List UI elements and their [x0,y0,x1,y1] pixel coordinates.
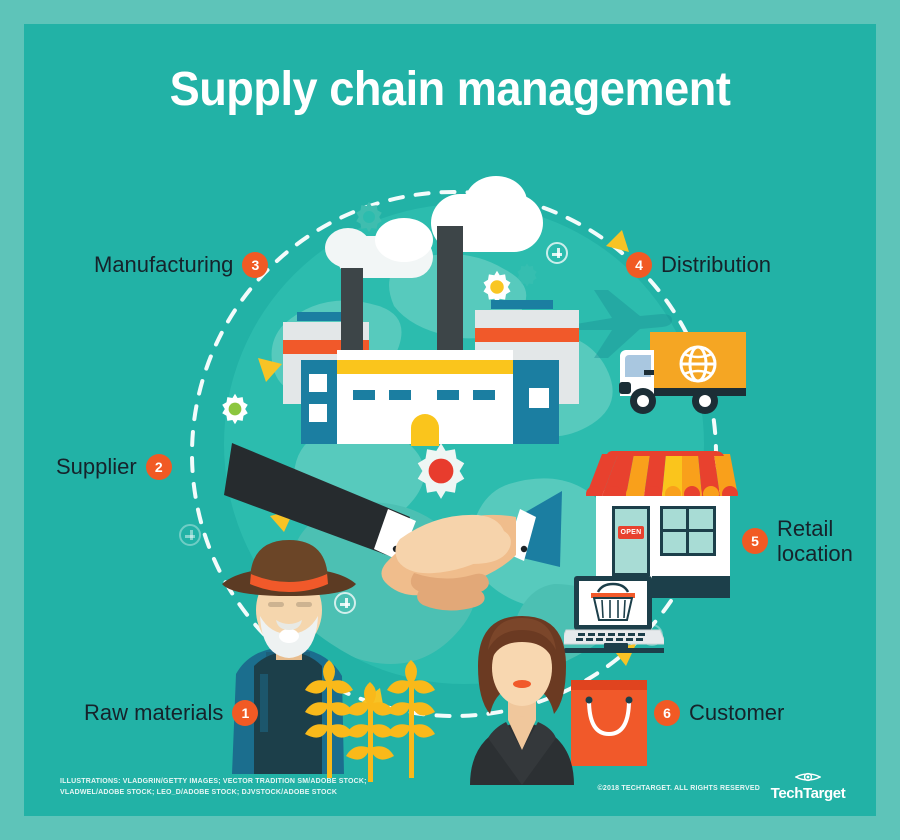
image-credits-line-2: VLADWEL/ADOBE STOCK; LEO_D/ADOBE STOCK; … [60,788,338,796]
gear-icon-red [410,440,472,507]
globe-icon-truck [679,345,717,383]
smoke-cloud-icon-4 [325,228,371,268]
image-credits: ILLUSTRATIONS: VLADGRIN/GETTY IMAGES; VE… [60,777,367,798]
step-number-1: 1 [232,700,259,726]
step-number-6: 6 [654,700,680,726]
handshake-illustration [224,439,564,639]
factory-window-3 [437,390,459,400]
wheat-illustration [296,652,436,782]
shopping-bag-illustration [569,674,647,766]
plus-marker-icon-2 [179,524,201,546]
eye-icon [795,772,821,782]
laptop-illustration [559,576,668,658]
factory-illustration [279,176,579,446]
step-label-retail-line1: Retail [777,516,834,541]
infographic-frame: OPEN [24,24,876,816]
back-building-left-cap [297,312,349,321]
image-credits-line-1: ILLUSTRATIONS: VLADGRIN/GETTY IMAGES; VE… [60,778,367,785]
factory-wing-window-2 [309,404,327,422]
step-number-5: 5 [742,528,768,555]
copyright-text: ©2018 TECHTARGET. ALL RIGHTS RESERVED [597,785,760,792]
step-label-supplier[interactable]: Supplier 2 [56,454,172,480]
gear-icon-grey [352,200,386,239]
factory-wing-window-1 [309,374,327,392]
truck-bumper [619,382,631,394]
step-number-3: 3 [242,252,269,278]
step-label-distribution[interactable]: 4 Distribution [626,252,771,278]
step-label-raw-materials[interactable]: Raw materials 1 [84,700,259,726]
back-building-right-cap [491,300,553,309]
step-label-customer-text: Customer [689,700,785,726]
step-number-2: 2 [145,454,172,480]
store-base [652,576,730,598]
chimney-icon-left [341,268,363,362]
gear-icon-yellow [479,269,515,310]
factory-window-2 [389,390,411,400]
farmer-illustration [214,524,356,774]
step-label-distribution-text: Distribution [661,252,772,278]
plus-marker-icon-3 [334,592,356,614]
store-open-sign: OPEN [618,526,644,539]
gear-icon-faint [514,262,540,293]
truck-mirror [644,370,654,375]
factory-window-4 [473,390,495,400]
step-label-customer[interactable]: 6 Customer [654,700,784,726]
factory-wing-window-3 [529,388,549,408]
factory-door-icon [411,414,439,446]
factory-yellow-stripe [337,360,513,374]
step-label-retail-line2: location [777,541,853,567]
step-label-retail-location[interactable]: 5 Retail location [742,516,853,567]
gear-icon-green [218,392,252,431]
step-label-supplier-text: Supplier [56,454,137,480]
smoke-cloud-icon-2 [465,176,527,228]
store-awning [586,451,738,496]
smoke-cloud-icon-5 [375,218,433,262]
factory-window-1 [353,390,375,400]
techtarget-logo: TechTarget [766,770,850,802]
chimney-icon-right [437,226,463,364]
storefront-illustration: OPEN [582,448,747,598]
shopping-basket-icon [591,582,635,621]
store-window-mullion-h [660,529,716,532]
back-building-right-stripe [475,328,579,342]
step-label-manufacturing-text: Manufacturing [94,252,234,278]
delivery-truck-illustration [616,324,756,424]
truck-wheel-front-hub [637,395,649,407]
airplane-icon [564,284,674,364]
step-label-manufacturing[interactable]: Manufacturing 3 [94,252,269,278]
techtarget-wordmark: TechTarget [770,785,846,802]
store-door [612,506,650,576]
plus-marker-icon-1 [546,242,568,264]
page-title: Supply chain management [169,63,731,116]
step-label-raw-materials-text: Raw materials [84,700,224,726]
truck-wheel-rear-hub [699,395,711,407]
customer-illustration [452,610,582,785]
step-number-4: 4 [626,252,652,278]
